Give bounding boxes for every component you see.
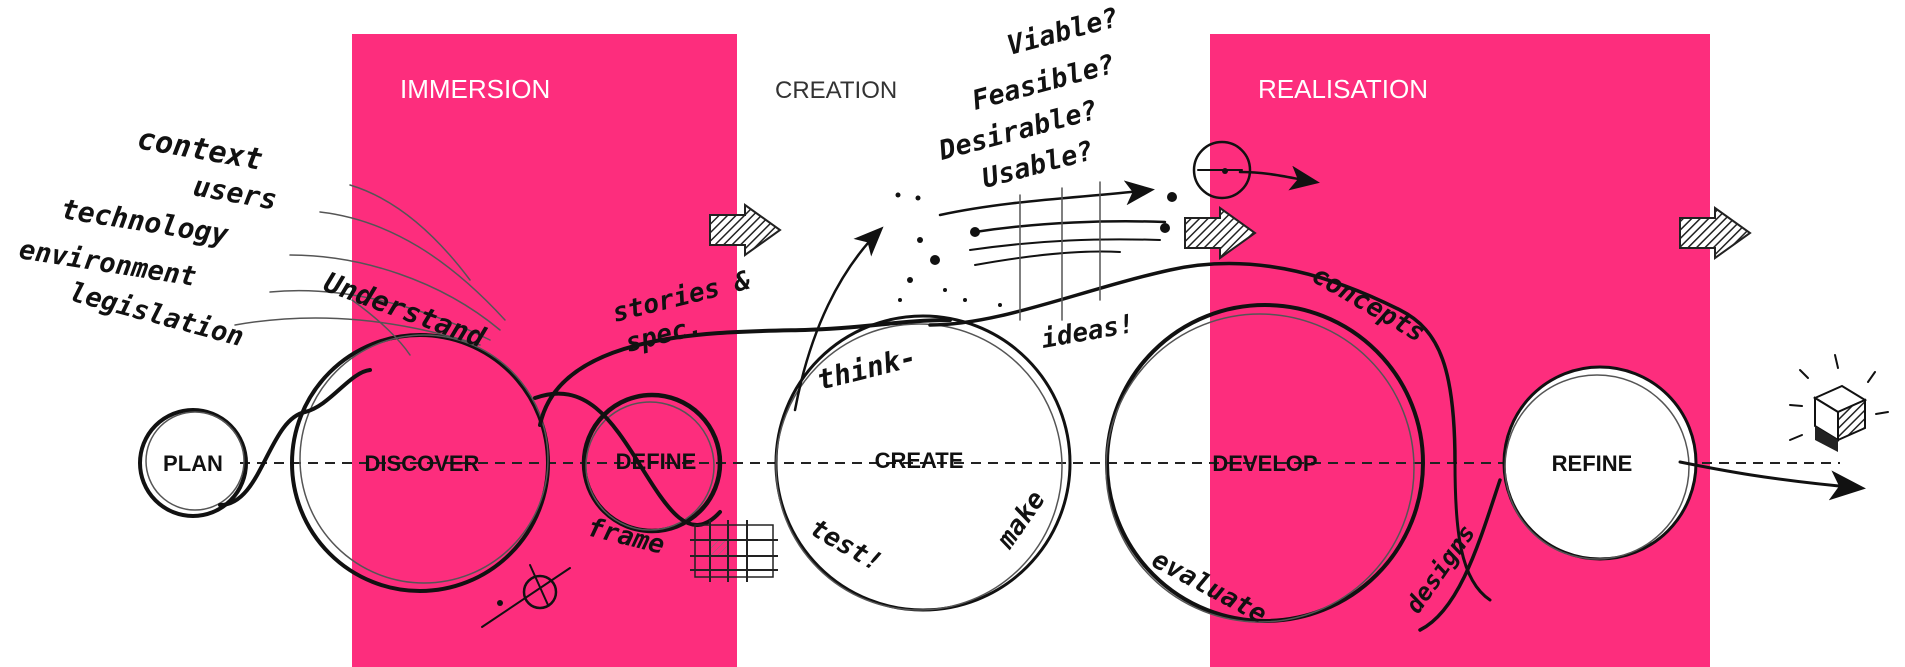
develop-circle [1105,303,1425,623]
phase-label-creation: CREATION [775,77,897,104]
evaluation-questions: Viable? Feasible? Desirable? Usable? [935,2,1122,194]
stage-label-refine: REFINE [1552,451,1633,476]
flow-line [218,261,1866,632]
stage-circles [138,303,1698,623]
stage-labels: PLAN DISCOVER DEFINE CREATE DEVELOP REFI… [163,448,1632,476]
stage-label-plan: PLAN [163,451,223,476]
annotation-test: test! [805,513,888,578]
input-environment: environment [17,234,198,293]
frame-grid-icon [690,520,778,582]
stage-label-develop: DEVELOP [1212,451,1317,476]
stage-label-create: CREATE [875,448,964,473]
immersion-panel [352,34,737,667]
realisation-panel [1210,34,1710,667]
input-users: users [191,169,280,216]
annotation-ideas: ideas! [1039,309,1137,355]
input-connector-lines [234,184,506,346]
stage-label-define: DEFINE [616,449,697,474]
annotation-make: make [991,486,1052,555]
target-arrow-icon [1192,140,1320,200]
hatched-arrow-icon [709,203,782,257]
idea-doodle-icon [481,564,571,628]
input-words: context users technology environment leg… [17,121,280,353]
stage-label-discover: DISCOVER [365,451,480,476]
input-legislation: legislation [66,277,247,353]
product-cube-icon [1789,354,1889,452]
hatched-arrow-icon [1679,206,1752,260]
plan-circle [138,408,248,518]
phase-label-realisation: REALISATION [1258,74,1428,104]
phase-label-immersion: IMMERSION [400,74,550,104]
define-circle [581,392,723,534]
hatched-arrow-icon [1184,206,1257,260]
idea-arrows [793,180,1177,412]
